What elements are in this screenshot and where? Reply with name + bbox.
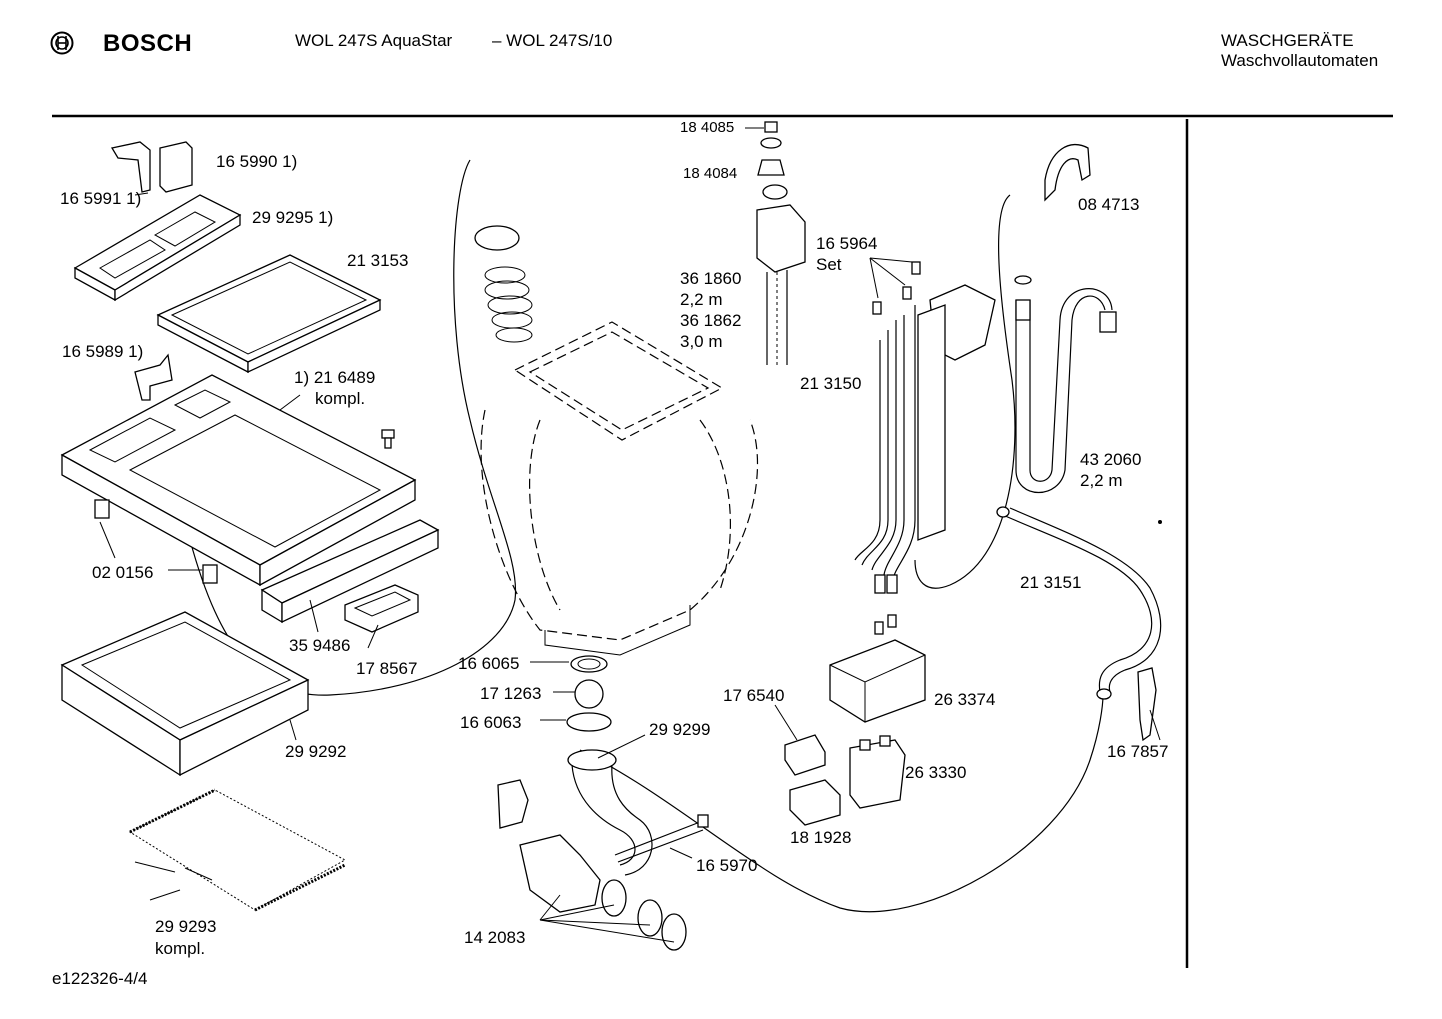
hinge-bar-part	[260, 519, 440, 624]
part-label: Set	[816, 255, 842, 274]
part-label: 16 5964	[816, 234, 878, 253]
part-label: 36 1860	[680, 269, 742, 288]
part-label: 16 5990 1)	[216, 152, 298, 171]
seal-set-part	[872, 261, 921, 315]
part-label: 36 1862	[680, 311, 742, 330]
bosch-logo-icon	[50, 31, 74, 60]
cap-nut-part	[757, 121, 785, 176]
hose-assembly-part	[854, 284, 996, 594]
valve-part-263330	[849, 735, 906, 809]
part-label: 1) 21 6489	[294, 368, 376, 387]
hose-clip-part	[1137, 667, 1157, 742]
drawer-tray-part	[156, 254, 382, 374]
detergent-drawer-part	[73, 194, 242, 302]
drawer-cap-part	[159, 141, 193, 193]
door-frame-part	[60, 611, 310, 777]
subcategory-title: Waschvollautomaten	[1221, 51, 1379, 70]
ball-171263	[574, 679, 604, 709]
leader-lines	[99, 127, 1161, 859]
control-part-263374	[829, 614, 926, 723]
bracket-part-020156	[94, 499, 218, 584]
part-label: 3,0 m	[680, 332, 723, 351]
part-label: 29 9293	[155, 917, 217, 936]
screw-part	[381, 429, 395, 449]
bellows-part	[474, 225, 533, 343]
part-181928	[789, 779, 841, 826]
model-title: WOL 247S AquaStar	[295, 31, 453, 50]
filter-part-176540	[784, 734, 826, 776]
part-label: 2,2 m	[680, 290, 723, 309]
part-label: 08 4713	[1078, 195, 1140, 214]
tub-part	[480, 321, 759, 656]
top-panel-part	[60, 374, 417, 587]
part-label: 29 9299	[649, 720, 711, 739]
part-label: kompl.	[315, 389, 366, 408]
hose-bracket-part	[1044, 143, 1091, 202]
part-label: 16 6063	[460, 713, 522, 732]
brand-name: BOSCH	[103, 30, 193, 57]
part-label: kompl.	[155, 939, 206, 958]
connector-hose-165970	[614, 814, 709, 863]
drawer-handle-part	[110, 141, 151, 193]
part-label: 2,2 m	[1080, 471, 1123, 490]
part-label: 16 6065	[458, 654, 520, 673]
inlet-hose-part	[756, 184, 806, 365]
part-label: 21 3151	[1020, 573, 1082, 592]
part-label: 18 1928	[790, 828, 852, 847]
part-label: 16 5970	[696, 856, 758, 875]
part-label: 18 4085	[680, 119, 735, 136]
part-label: 16 5989 1)	[62, 342, 144, 361]
part-label: 35 9486	[289, 636, 351, 655]
part-label: 26 3330	[905, 763, 967, 782]
part-label: 18 4084	[683, 165, 738, 182]
outlet-hose-part	[996, 506, 1162, 700]
clip-part-165989	[134, 353, 173, 401]
category-title: WASCHGERÄTE	[1221, 31, 1354, 50]
model-variant: – WOL 247S/10	[492, 31, 613, 50]
seal-ring-166065	[570, 655, 608, 673]
part-label: 21 3153	[347, 251, 409, 270]
dot-mark	[1158, 520, 1162, 524]
part-label: 43 2060	[1080, 450, 1142, 469]
part-label: 26 3374	[934, 690, 996, 709]
part-label: 16 5991 1)	[60, 189, 142, 208]
pump-part	[497, 779, 687, 951]
part-label: 29 9292	[285, 742, 347, 761]
part-label: 16 7857	[1107, 742, 1169, 761]
part-label: 29 9295 1)	[252, 208, 334, 227]
ring-166063	[566, 712, 612, 732]
door-lock-part	[344, 584, 419, 633]
part-label: 17 1263	[480, 684, 542, 703]
part-label: 21 3150	[800, 374, 862, 393]
part-label: 17 6540	[723, 686, 785, 705]
drain-hose-part	[1014, 275, 1117, 493]
document-id: e122326-4/4	[52, 969, 148, 988]
part-label: 17 8567	[356, 659, 418, 678]
part-label: 14 2083	[464, 928, 526, 947]
part-label: 02 0156	[92, 563, 154, 582]
door-springs-part	[128, 788, 347, 912]
